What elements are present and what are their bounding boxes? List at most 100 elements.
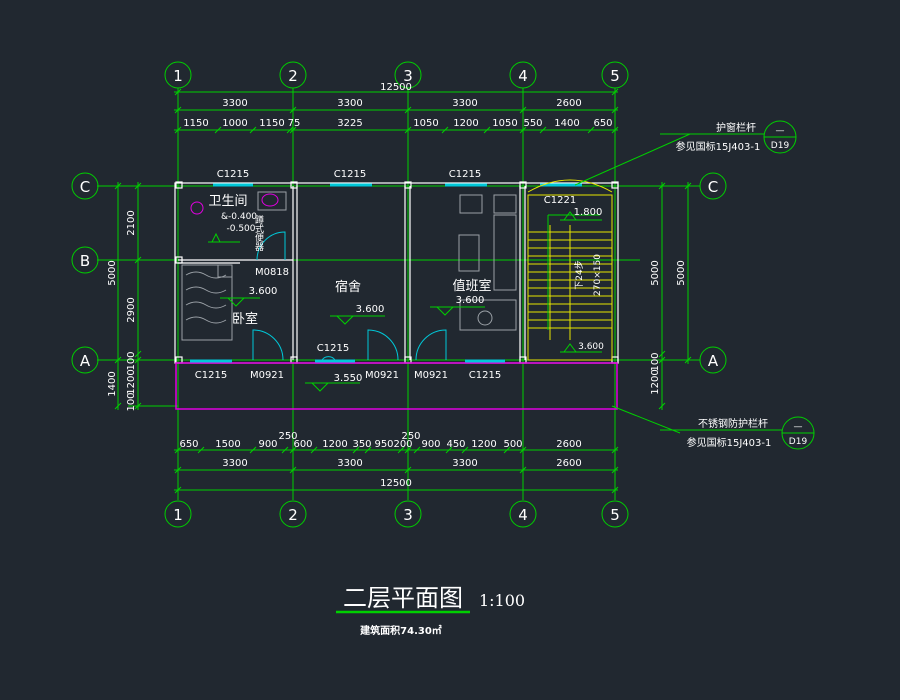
window-label: C1215 [449, 169, 481, 180]
window-label: C1215 [217, 169, 249, 180]
right-dimension-lines [615, 182, 700, 410]
top-dimension-text: 12500 3300 3300 3300 2600 1150 1000 1150… [183, 82, 612, 129]
level-label: 3.600 [456, 295, 485, 306]
bot-dim: 450 [446, 439, 465, 450]
room-bedroom: 卧室 [232, 311, 258, 327]
axis-bottom-1: 1 [173, 506, 183, 524]
doors [252, 231, 447, 361]
axis-top-1: 1 [173, 67, 183, 85]
bot-total-dim: 12500 [380, 478, 412, 489]
callout1-line2: 参见国标15J403-1 [676, 140, 761, 153]
level-label: 3.600 [249, 286, 278, 297]
top-dim: 3300 [452, 98, 477, 109]
bot-dim2: 3300 [337, 458, 362, 469]
window-label: C1215 [334, 169, 366, 180]
wc-level: -0.500 [226, 224, 255, 234]
left-dim: 5000 [107, 260, 118, 285]
axis-top-2: 2 [288, 67, 298, 85]
axis-right-c: C [708, 178, 718, 196]
callout2-line2: 参见国标15J403-1 [687, 436, 772, 449]
axis-right-a: A [708, 352, 719, 370]
top-total-dim: 12500 [380, 82, 412, 93]
bot-dim: 500 [503, 439, 522, 450]
room-duty: 值班室 [452, 278, 491, 294]
bot-dim: 650 [179, 439, 198, 450]
top-dim2: 1000 [222, 118, 247, 129]
title-block: 二层平面图 1:100 建筑面积74.30㎡ [343, 584, 525, 637]
door-label: M0921 [365, 370, 399, 381]
level-label: 3.600 [356, 304, 385, 315]
drawing-title: 二层平面图 [343, 584, 463, 612]
bot-dim: 1200 [471, 439, 496, 450]
furniture [181, 191, 517, 341]
left-dim2: 2100 [126, 210, 137, 235]
left-dim2: 100 [126, 351, 137, 370]
bot-dim: 2600 [556, 439, 581, 450]
left-dim: 1400 [107, 371, 118, 396]
room-dorm: 宿舍 [335, 279, 361, 295]
callouts: 护窗栏杆 参见国标15J403-1 — D19 不锈钢防护栏杆 参见国标15J4… [676, 121, 808, 449]
axis-bottom-3: 3 [403, 506, 413, 524]
axis-top-3: 3 [403, 67, 413, 85]
door-label: M0818 [255, 267, 289, 278]
building-area: 建筑面积74.30㎡ [359, 624, 442, 637]
left-dim2: 100 [126, 392, 137, 411]
level-label: 3.600 [578, 342, 604, 352]
axis-top-4: 4 [518, 67, 528, 85]
grid-bubbles [71, 61, 815, 528]
walls [174, 181, 619, 364]
top-dim2: 550 [523, 118, 542, 129]
level-marks [208, 211, 602, 392]
level-label: 3.550 [334, 373, 363, 384]
top-dim2: 75 [288, 118, 301, 129]
bot-dim: 350 [352, 439, 371, 450]
left-dim2: 2900 [126, 297, 137, 322]
callout1-top: — [776, 126, 785, 136]
right-dim: 5000 [650, 260, 661, 285]
bot-dim: 600 [293, 439, 312, 450]
window-label: C1221 [544, 195, 576, 206]
staircase [527, 179, 613, 361]
window-label: C1215 [469, 370, 501, 381]
callout1-line1: 护窗栏杆 [716, 121, 756, 134]
bottom-dimension-text: 650 1500 900 250 600 1200 350 950 200 25… [179, 431, 581, 489]
stair-dim: 270×150 [593, 254, 603, 296]
door-label: M0921 [414, 370, 448, 381]
stair-text: 下24步 [574, 260, 585, 289]
right-dim2: 1200 [650, 369, 661, 394]
room-labels: 卫生间 卧室 宿舍 值班室 &-0.400 -0.500 蹲式便器 3.600 … [208, 194, 604, 384]
bot-dim2: 3300 [452, 458, 477, 469]
callout2-line1: 不锈钢防护栏杆 [698, 417, 768, 430]
bot-dim: 1500 [215, 439, 240, 450]
top-dim2: 3225 [337, 118, 362, 129]
balcony-railing [175, 362, 618, 410]
axis-left-c: C [80, 178, 90, 196]
vertical-grid-lines [177, 88, 616, 500]
axis-left-b: B [80, 252, 90, 270]
top-dimension-lines [174, 88, 619, 134]
left-dim2: 1200 [126, 369, 137, 394]
horizontal-grid-lines [97, 185, 700, 361]
top-dim: 3300 [337, 98, 362, 109]
bot-dim: 900 [258, 439, 277, 450]
axis-bottom-4: 4 [518, 506, 528, 524]
bot-dim2: 2600 [556, 458, 581, 469]
drawing-scale: 1:100 [479, 591, 525, 610]
top-dim2: 1050 [492, 118, 517, 129]
top-dim: 3300 [222, 98, 247, 109]
right-dim2: 100 [650, 352, 661, 371]
top-dim: 2600 [556, 98, 581, 109]
wc-level: &-0.400 [221, 212, 257, 222]
bottom-dimension-lines [174, 446, 619, 494]
window-label: C1215 [317, 343, 349, 354]
bot-dim: 250 [401, 431, 420, 442]
room-wc: 卫生间 [208, 194, 247, 209]
axis-top-5: 5 [610, 67, 620, 85]
bot-dim: 250 [278, 431, 297, 442]
bot-dim: 900 [421, 439, 440, 450]
door-label: M0921 [250, 370, 284, 381]
window-label: C1215 [195, 370, 227, 381]
top-dim2: 1400 [554, 118, 579, 129]
callout1-bot: D19 [771, 141, 790, 151]
